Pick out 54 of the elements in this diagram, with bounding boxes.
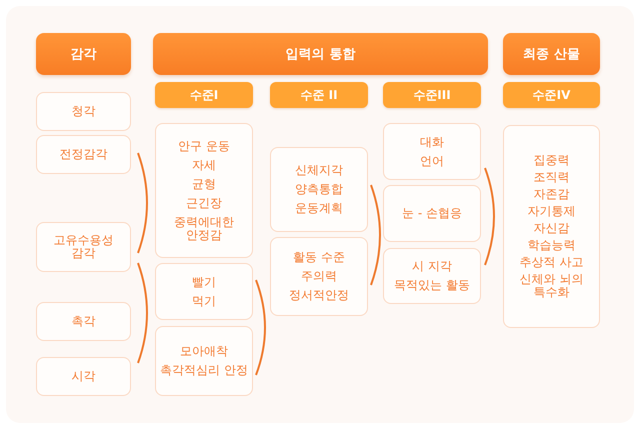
list-item: 정서적안정 [289, 289, 349, 302]
sense-box [36, 357, 131, 396]
sense-box [36, 302, 131, 341]
list-item: 학습능력 [528, 239, 576, 252]
list-item: 중력에대한 안정감 [173, 216, 235, 242]
item-box [270, 147, 368, 232]
level-header: 수준 II [270, 82, 368, 108]
item-box [383, 248, 481, 304]
sense-box [36, 92, 131, 131]
list-item: 주의력 [301, 270, 337, 283]
list-item: 자신감 [534, 222, 570, 235]
list-item: 시 지각 [412, 260, 452, 273]
list-item: 고유수용성 감각 [52, 234, 114, 260]
list-item: 대화 [420, 136, 444, 148]
list-item: 활동 수준 [293, 251, 345, 264]
list-item: 목적있는 활동 [394, 279, 470, 292]
item-box [270, 237, 368, 316]
list-item: 신체와 뇌의 특수화 [518, 273, 584, 299]
list-item: 시각 [72, 370, 96, 383]
list-item: 전정감각 [60, 148, 108, 161]
item-box [503, 125, 600, 328]
category-header: 입력의 통합 [153, 33, 488, 75]
list-item: 촉각적심리 안정 [160, 364, 248, 377]
list-item: 먹기 [192, 294, 216, 308]
list-item: 모아애착 [180, 345, 228, 358]
level-header: 수준I [155, 82, 253, 108]
item-box [155, 326, 253, 396]
list-item: 추상적 사고 [520, 256, 584, 269]
category-header: 감각 [36, 33, 131, 75]
list-item: 청각 [72, 105, 96, 118]
item-box [155, 123, 253, 258]
category-header: 최종 산물 [503, 33, 600, 75]
list-item: 눈 - 손협응 [402, 207, 462, 220]
item-box [383, 185, 481, 242]
list-item: 신체지각 [295, 164, 343, 177]
list-item: 운동계획 [295, 202, 343, 215]
item-box [383, 123, 481, 180]
list-item: 언어 [420, 154, 444, 168]
sense-box [36, 222, 131, 272]
sense-box [36, 135, 131, 174]
list-item: 균형 [192, 178, 216, 190]
list-item: 자세 [192, 158, 216, 172]
item-box [155, 263, 253, 320]
list-item: 빨기 [192, 276, 216, 288]
list-item: 안구 운동 [178, 140, 230, 152]
list-item: 자기통제 [528, 205, 576, 218]
level-header: 수준IV [503, 82, 600, 108]
list-item: 조직력 [534, 171, 570, 184]
list-item: 촉각 [72, 315, 96, 328]
list-item: 자존감 [534, 188, 570, 201]
list-item: 근긴장 [186, 196, 222, 210]
list-item: 양측통합 [295, 183, 343, 196]
list-item: 집중력 [534, 154, 570, 167]
level-header: 수준III [383, 82, 481, 108]
